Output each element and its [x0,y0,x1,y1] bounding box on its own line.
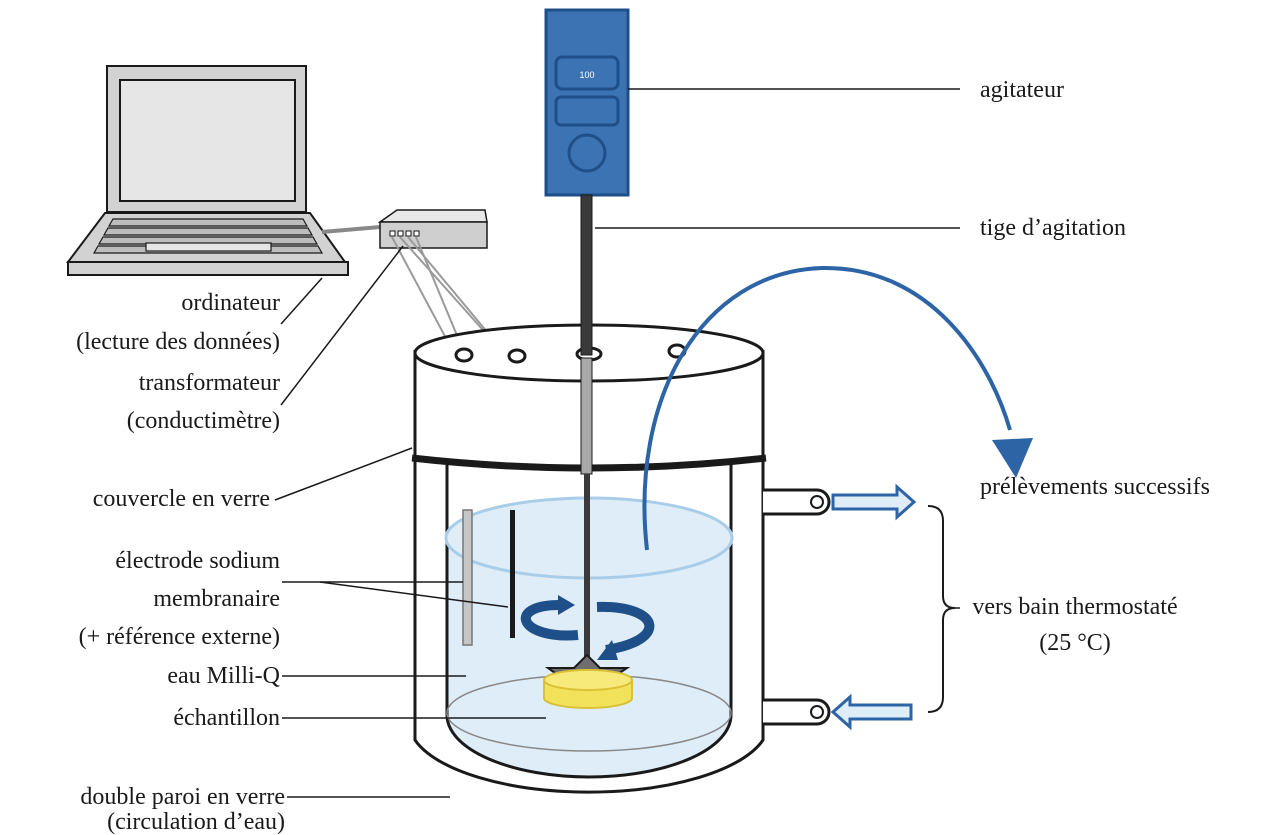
sample-dish [543,669,633,709]
label-circulation: (circulation d’eau) [107,809,285,835]
label-tige: tige d’agitation [980,215,1126,241]
glass-vessel [411,323,831,794]
label-bain-temp: (25 °C) [1039,630,1111,656]
label-electrode-membranaire: membranaire [153,586,280,612]
label-prelevements: prélèvements successifs [980,474,1210,500]
label-echantillon: échantillon [173,705,280,731]
sampling-arrow-icon [642,265,1012,551]
stirring-rod [580,194,593,356]
laptop-icon [65,65,349,276]
label-agitateur: agitateur [980,77,1064,103]
label-couvercle: couvercle en verre [92,486,270,512]
water-flow-arrow-icon [830,483,917,731]
stirrer-display: 100 [579,70,594,80]
rotation-arrow-icon [520,600,655,655]
data-cable [321,225,381,234]
leader-lines [274,88,960,798]
stirrer-icon: 100 [544,8,630,197]
label-double-paroi: double paroi en verre [80,784,285,810]
outlet-tube [763,488,831,516]
thermostat-brace [927,505,956,713]
label-transformateur-note: (conductimètre) [126,408,280,434]
inlet-tube [763,698,831,726]
label-ordinateur-note: (lecture des données) [76,329,280,355]
label-electrode: électrode sodium [115,548,280,574]
reference-electrode [510,510,515,638]
label-ordinateur: ordinateur [181,290,280,316]
label-electrode-ref: (+ référence externe) [78,624,280,650]
label-bain: vers bain thermostaté [972,594,1178,620]
label-transformateur: transformateur [138,370,280,396]
label-eau: eau Milli-Q [167,663,280,689]
sodium-electrode [462,509,473,646]
transformer-box-icon [377,209,488,249]
